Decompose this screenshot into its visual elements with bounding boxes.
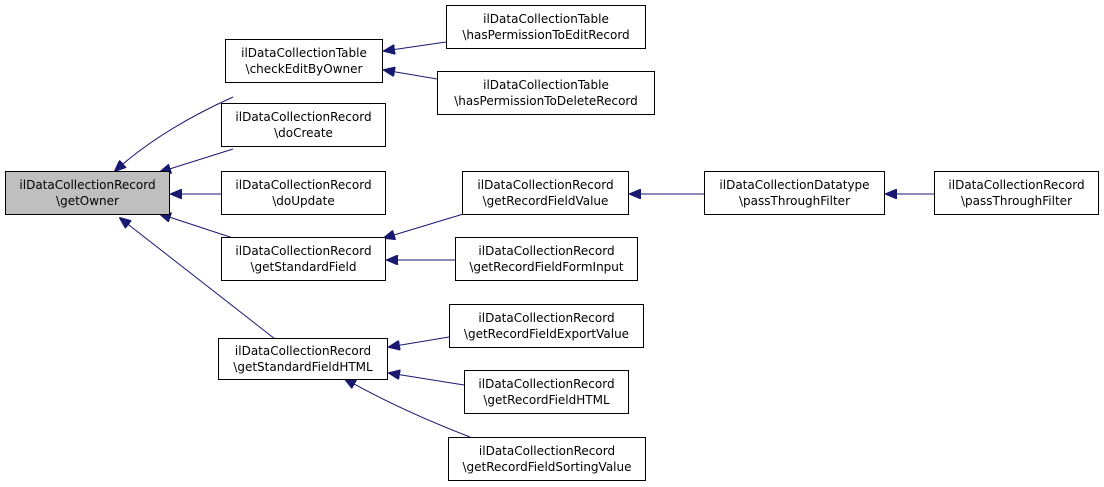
node-record-passThroughFilter[interactable]: ilDataCollectionRecord \passThroughFilte… [934,171,1099,215]
edge-hasDelete-checkEdit [384,70,438,80]
node-datatype-passThroughFilter-class: ilDataCollectionDatatype [719,178,870,192]
node-hasPermissionToEditRecord-class: ilDataCollectionTable [483,12,609,26]
edge-hasEdit-checkEdit [384,41,447,51]
edge-doCreate-root [160,148,234,172]
edge-getStdHTML-root [120,218,276,340]
node-getStandardField-class: ilDataCollectionRecord [235,244,372,258]
node-getStandardFieldHTML-method: \getStandardFieldHTML [233,360,373,374]
node-hasPermissionToDeleteRecord[interactable]: ilDataCollectionTable \hasPermissionToDe… [437,71,655,115]
edge-checkEdit-root [115,96,234,171]
node-getRecordFieldSortingValue-method: \getRecordFieldSortingValue [462,460,632,474]
node-getStandardField[interactable]: ilDataCollectionRecord \getStandardField [221,237,386,281]
node-doCreate-method: \doCreate [274,126,333,140]
node-getRecordFieldValue-class: ilDataCollectionRecord [477,178,614,192]
node-record-passThroughFilter-class: ilDataCollectionRecord [948,178,1085,192]
edge-getRFSV-getStdHTML [345,379,471,438]
edge-getRFV-getStd [384,211,471,238]
node-getRecordFieldValue-method: \getRecordFieldValue [482,194,609,208]
node-getRecordFieldSortingValue[interactable]: ilDataCollectionRecord \getRecordFieldSo… [448,437,646,481]
node-checkEditByOwner-method: \checkEditByOwner [245,62,363,76]
node-getRecordFieldExportValue-class: ilDataCollectionRecord [478,311,615,325]
node-checkEditByOwner-class: ilDataCollectionTable [241,46,367,60]
node-hasPermissionToEditRecord-method: \hasPermissionToEditRecord [462,28,630,42]
node-datatype-passThroughFilter[interactable]: ilDataCollectionDatatype \passThroughFil… [704,171,885,215]
node-datatype-passThroughFilter-method: \passThroughFilter [738,194,850,208]
node-doCreate[interactable]: ilDataCollectionRecord \doCreate [221,103,386,147]
node-getRecordFieldValue[interactable]: ilDataCollectionRecord \getRecordFieldVa… [462,171,629,215]
node-hasPermissionToDeleteRecord-class: ilDataCollectionTable [483,78,609,92]
edge-getStd-root [160,214,234,239]
node-getOwner[interactable]: ilDataCollectionRecord \getOwner [5,171,170,215]
node-getRecordFieldExportValue-method: \getRecordFieldExportValue [463,327,630,341]
node-getStandardField-method: \getStandardField [250,260,357,274]
node-record-passThroughFilter-method: \passThroughFilter [960,194,1072,208]
node-getStandardFieldHTML[interactable]: ilDataCollectionRecord \getStandardField… [218,338,388,380]
node-hasPermissionToDeleteRecord-method: \hasPermissionToDeleteRecord [454,94,638,108]
node-getRecordFieldHTML-class: ilDataCollectionRecord [478,377,615,391]
node-getRecordFieldHTML[interactable]: ilDataCollectionRecord \getRecordFieldHT… [464,370,629,414]
node-getRecordFieldFormInput-class: ilDataCollectionRecord [478,244,615,258]
node-getOwner-method: \getOwner [56,194,119,208]
node-getRecordFieldFormInput-method: \getRecordFieldFormInput [469,260,624,274]
node-doCreate-class: ilDataCollectionRecord [235,110,372,124]
node-getRecordFieldFormInput[interactable]: ilDataCollectionRecord \getRecordFieldFo… [455,237,638,281]
node-getStandardFieldHTML-class: ilDataCollectionRecord [234,344,372,358]
node-doUpdate[interactable]: ilDataCollectionRecord \doUpdate [221,171,386,215]
node-hasPermissionToEditRecord[interactable]: ilDataCollectionTable \hasPermissionToEd… [446,5,646,49]
node-checkEditByOwner[interactable]: ilDataCollectionTable \checkEditByOwner [225,39,383,83]
node-getRecordFieldExportValue[interactable]: ilDataCollectionRecord \getRecordFieldEx… [449,304,644,348]
node-getRecordFieldHTML-method: \getRecordFieldHTML [483,393,610,407]
edge-getRFHTML-getStdHTML [389,373,465,386]
node-getRecordFieldSortingValue-class: ilDataCollectionRecord [478,444,616,458]
node-doUpdate-method: \doUpdate [272,194,335,208]
node-getOwner-class: ilDataCollectionRecord [19,178,156,192]
edge-getRFEV-getStdHTML [389,336,450,347]
node-doUpdate-class: ilDataCollectionRecord [235,178,372,192]
